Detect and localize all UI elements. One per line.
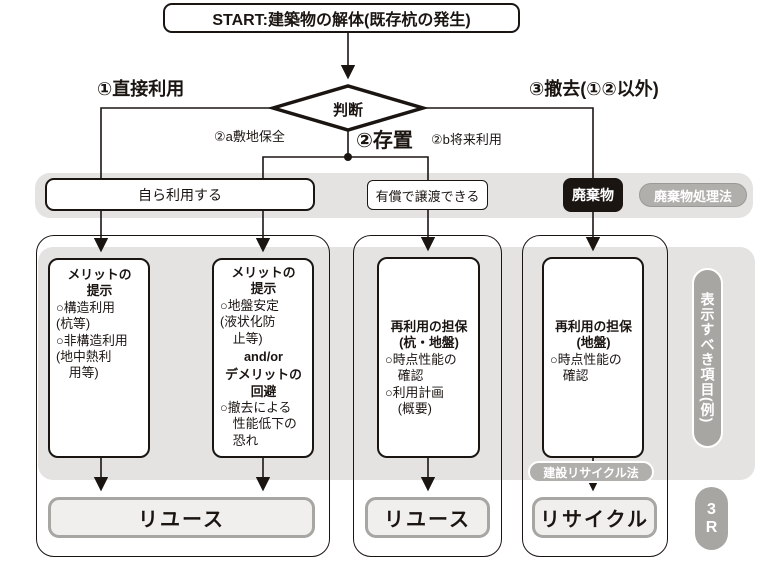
panel-3-title: 再利用の担保 (杭・地盤) (390, 319, 468, 351)
panel-merit-2: メリットの 提示 ○地盤安定 (液状化防 止等) and/or デメリットの 回… (212, 258, 314, 458)
panel-1-body: ○構造利用 (杭等) ○非構造利用 (地中熱利 用等) (56, 299, 128, 381)
panel-2-body2: ○撤去による 性能低下の 恐れ (220, 400, 297, 448)
outcome-reuse-1: リユース (48, 497, 315, 538)
recycle-law-pill: 建設リサイクル法 (528, 461, 654, 483)
branch-label-retain-a: ②a敷地保全 (214, 129, 285, 144)
three-r-badge: 3 R (695, 487, 728, 550)
panel-2-title: メリットの 提示 (231, 265, 296, 297)
waste-label: 廃棄物 (572, 187, 614, 203)
self-use-node: 自ら利用する (45, 178, 315, 211)
branch-label-direct-use: ①直接利用 (97, 79, 185, 99)
paid-transfer-label: 有償で譲渡できる (375, 188, 480, 204)
branch-label-retain-b: ②b将来利用 (431, 132, 502, 147)
connector-branch1 (100, 107, 273, 178)
panel-4-title: 再利用の担保 (地盤) (555, 319, 632, 351)
connector-branch3 (423, 107, 594, 178)
panel-merit-1: メリットの 提示 ○構造利用 (杭等) ○非構造利用 (地中熱利 用等) (48, 258, 150, 458)
group-box-transfer (353, 235, 502, 557)
connector-branch2-split (262, 156, 429, 180)
decision-diamond (266, 84, 430, 132)
waste-law-pill: 廃棄物処理法 (639, 183, 747, 207)
panel-reuse-guarantee-1: 再利用の担保 (杭・地盤) ○時点性能の 確認 ○利用計画 (概要) (377, 257, 480, 458)
panel-4-body: ○時点性能の 確認 (550, 351, 622, 384)
junction-dot (344, 153, 352, 161)
group-box-direct-use (36, 235, 330, 557)
display-items-pill: 表示すべき項目(例) (692, 268, 723, 448)
panel-2-body1: ○地盤安定 (液状化防 止等) (220, 297, 279, 346)
panel-2-connector: and/or (243, 348, 284, 364)
start-label: START:建築物の解体(既存杭の発生) (212, 12, 471, 29)
self-use-label: 自ら利用する (138, 186, 222, 203)
waste-node: 廃棄物 (563, 178, 623, 212)
decision-label: 判断 (332, 102, 363, 119)
outcome-reuse-2: リユース (365, 497, 490, 538)
paid-transfer-node: 有償で譲渡できる (367, 180, 488, 210)
panel-1-title: メリットの 提示 (67, 267, 132, 299)
start-node: START:建築物の解体(既存杭の発生) (163, 3, 520, 33)
panel-reuse-guarantee-2: 再利用の担保 (地盤) ○時点性能の 確認 (542, 257, 644, 458)
branch-label-retain: ②存置 (356, 130, 413, 152)
panel-2-title2: デメリットの 回避 (225, 367, 302, 399)
panel-3-body: ○時点性能の 確認 ○利用計画 (概要) (385, 351, 457, 416)
branch-label-removal: ③撤去(①②以外) (529, 79, 659, 99)
group-box-removal (522, 235, 668, 557)
outcome-recycle: リサイクル (532, 497, 657, 538)
